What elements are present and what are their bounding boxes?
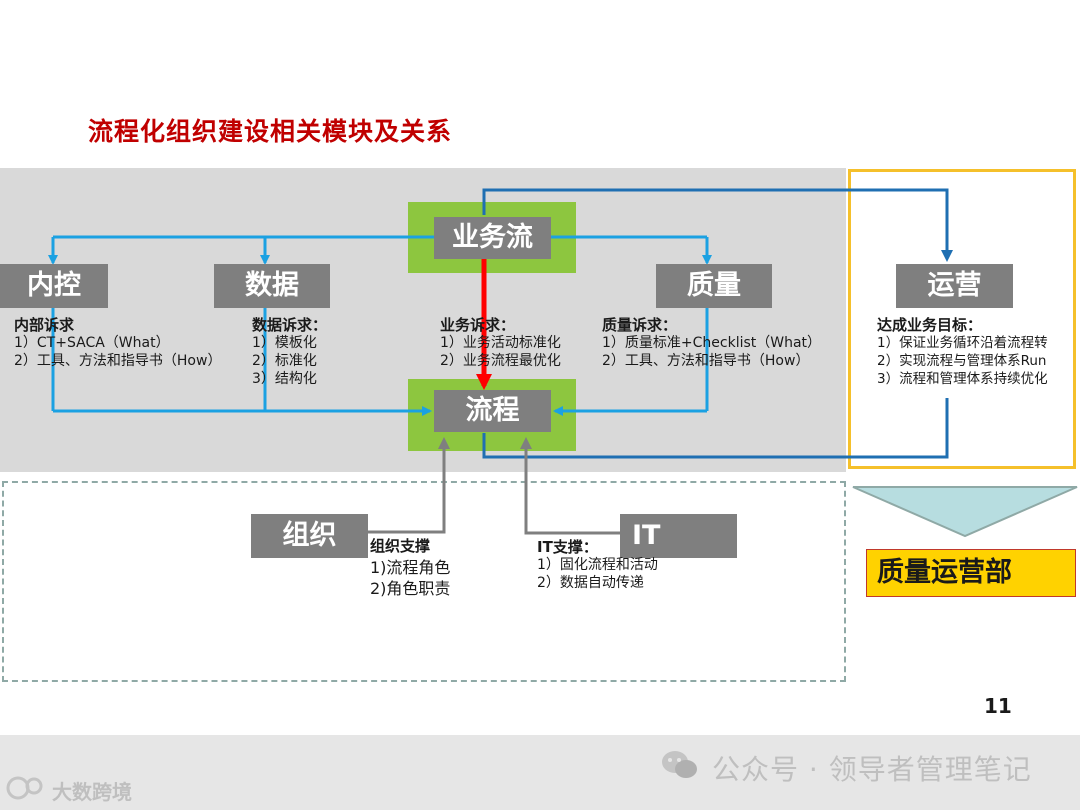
- requirement-item: 1)流程角色: [370, 558, 451, 577]
- organization-box: 组织: [251, 514, 368, 558]
- data-requirements: 数据诉求： 1）模板化 2）标准化 3）结构化: [252, 316, 327, 388]
- process-box: 流程: [434, 390, 551, 432]
- it-to-process-arrow: [520, 437, 620, 535]
- quality-box: 质量: [656, 264, 772, 308]
- requirement-item: 2）实现流程与管理体系Run: [877, 353, 1047, 369]
- requirement-item: 2）工具、方法和指导书（How）: [602, 353, 810, 369]
- it-box: IT: [620, 514, 737, 558]
- requirement-item: 2）数据自动传递: [537, 575, 644, 591]
- requirement-item: 1）模板化: [252, 335, 317, 351]
- watermark: 公众号 · 领导者管理笔记: [712, 753, 1032, 786]
- bf-to-operations-arrow: [482, 188, 953, 262]
- page-title: 流程化组织建设相关模块及关系: [88, 117, 453, 146]
- requirement-heading: 业务诉求：: [440, 316, 516, 334]
- internal-control-requirements: 内部诉求 1）CT+SACA（What） 2）工具、方法和指导书（How）: [14, 316, 221, 370]
- operations-goals: 达成业务目标： 1）保证业务循环沿着流程转 2）实现流程与管理体系Run 3）流…: [877, 316, 1048, 388]
- quality-requirements: 质量诉求： 1）质量标准+Checklist（What） 2）工具、方法和指导书…: [602, 316, 821, 370]
- requirement-item: 2）工具、方法和指导书（How）: [14, 353, 222, 369]
- requirement-heading: IT支撑：: [537, 538, 598, 556]
- requirement-item: 1）保证业务循环沿着流程转: [877, 335, 1048, 351]
- it-support: IT支撑： 1）固化流程和活动 2）数据自动传递: [537, 538, 658, 592]
- organization-support: 组织支撑 1)流程角色 2)角色职责: [370, 536, 450, 599]
- requirement-heading: 达成业务目标：: [877, 316, 983, 334]
- data-box: 数据: [214, 264, 330, 308]
- support-frame: [2, 481, 846, 682]
- wechat-icon: [662, 751, 697, 778]
- requirement-item: 2)角色职责: [370, 579, 451, 598]
- operations-frame: [848, 169, 1076, 469]
- business-flow-box: 业务流: [434, 217, 551, 259]
- requirement-heading: 数据诉求：: [252, 316, 328, 334]
- requirement-item: 2）标准化: [252, 353, 317, 369]
- page-number: 11: [984, 694, 1012, 718]
- requirement-item: 1）业务活动标准化: [440, 335, 561, 351]
- logo-text: 大数跨境: [52, 780, 132, 804]
- requirement-item: 2）业务流程最优化: [440, 353, 561, 369]
- requirement-item: 1）固化流程和活动: [537, 557, 658, 573]
- requirement-heading: 质量诉求：: [602, 316, 678, 334]
- logo-icon: [6, 776, 43, 800]
- org-to-process-arrow: [368, 437, 450, 534]
- requirement-heading: 内部诉求: [14, 316, 75, 334]
- quality-operations-department: 质量运营部: [866, 549, 1076, 597]
- requirement-item: 3）流程和管理体系持续优化: [877, 371, 1048, 387]
- internal-control-box: 内控: [0, 264, 108, 308]
- operations-band: [846, 168, 1080, 472]
- business-requirements: 业务诉求： 1）业务活动标准化 2）业务流程最优化: [440, 316, 561, 370]
- requirement-heading: 组织支撑: [370, 537, 431, 555]
- operations-to-process-line: [482, 398, 949, 459]
- operations-box: 运营: [896, 264, 1013, 308]
- requirement-item: 1）CT+SACA（What）: [14, 335, 170, 351]
- requirement-item: 3）结构化: [252, 371, 317, 387]
- requirement-item: 1）质量标准+Checklist（What）: [602, 335, 822, 351]
- chevron-down-icon: [852, 486, 1078, 538]
- footer-band: [0, 735, 1080, 810]
